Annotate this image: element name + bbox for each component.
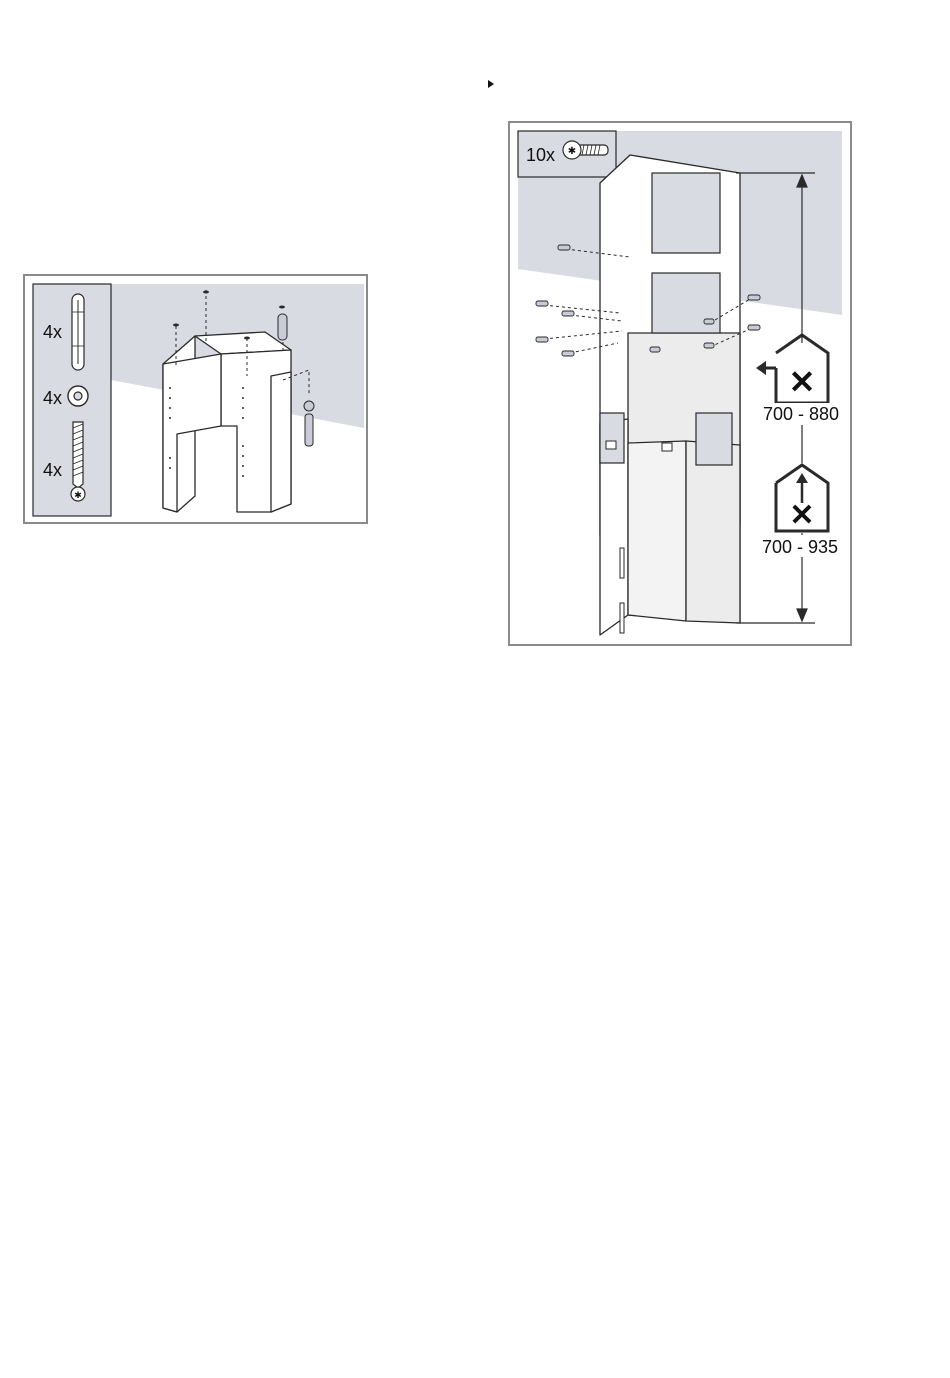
chimney-illustration: 10x ✱ bbox=[510, 123, 850, 644]
figure-chimney-mounting: 10x ✱ bbox=[508, 121, 852, 646]
part-qty-washer: 4x bbox=[43, 388, 62, 408]
bracket-frame bbox=[163, 332, 291, 512]
range-extraction: 700 - 935 bbox=[762, 537, 838, 557]
screw-qty: 10x bbox=[526, 145, 555, 165]
svg-text:✱: ✱ bbox=[74, 490, 82, 500]
washer-icon bbox=[68, 386, 88, 406]
recirculation-house-icon: ✕ bbox=[756, 335, 840, 403]
range-recirculation: 700 - 880 bbox=[763, 404, 839, 424]
wood-screw-icon: ✱ bbox=[71, 422, 85, 501]
wall-plug-icon bbox=[72, 294, 84, 370]
svg-text:✕: ✕ bbox=[789, 364, 816, 400]
svg-text:✕: ✕ bbox=[789, 499, 814, 532]
figure-bracket-mounting: 4x 4x 4x ✱ bbox=[23, 274, 368, 524]
screw-washer-icon bbox=[304, 401, 314, 446]
bracket-illustration: 4x 4x 4x ✱ bbox=[25, 276, 366, 522]
extraction-house-icon: ✕ bbox=[770, 463, 840, 533]
bullet-marker bbox=[488, 80, 494, 88]
part-qty-plug: 4x bbox=[43, 322, 62, 342]
svg-text:✱: ✱ bbox=[568, 146, 576, 157]
part-qty-screw: 4x bbox=[43, 460, 62, 480]
